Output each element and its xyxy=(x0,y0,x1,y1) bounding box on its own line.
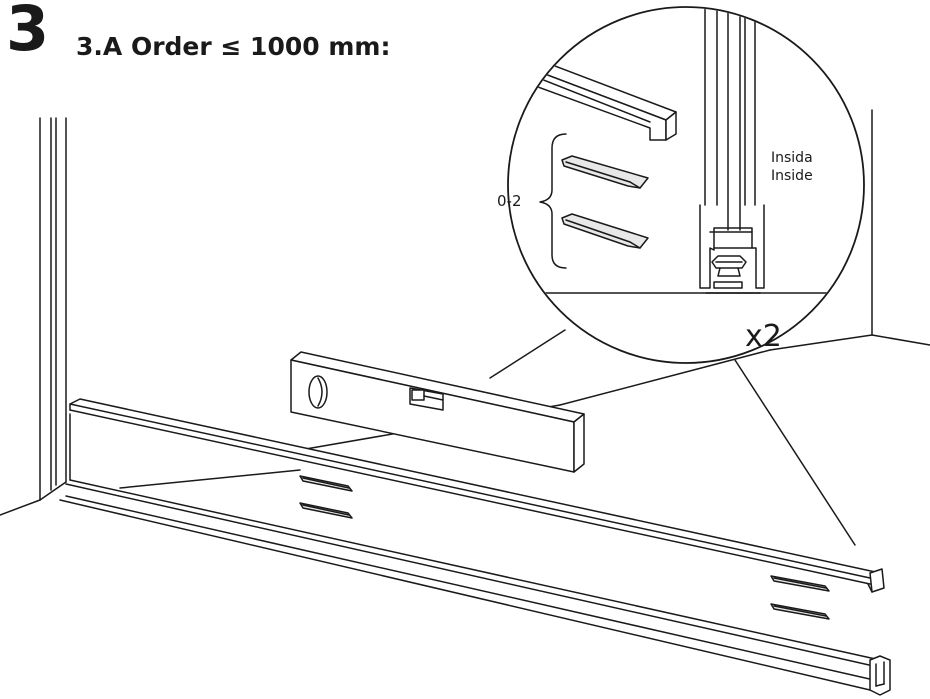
shims-detail xyxy=(561,155,649,249)
quantity-label: x2 xyxy=(745,319,782,354)
shim-brace xyxy=(539,133,567,269)
step-title: 3.A Order ≤ 1000 mm: xyxy=(76,32,391,61)
shim-range-label: 0-2 xyxy=(497,192,522,210)
step-number: 3 xyxy=(6,0,49,65)
threshold-profile-lower xyxy=(59,413,891,696)
wall-right xyxy=(769,109,930,351)
spirit-level xyxy=(290,351,585,473)
shims-floor xyxy=(299,475,830,620)
threshold-profile-upper xyxy=(69,398,885,593)
door-frame-left xyxy=(0,117,67,516)
detail-magnifier xyxy=(507,6,865,364)
magnifier-leaders xyxy=(489,329,856,546)
side-label-sv: Insida xyxy=(771,150,813,166)
side-label-en: Inside xyxy=(771,168,813,184)
